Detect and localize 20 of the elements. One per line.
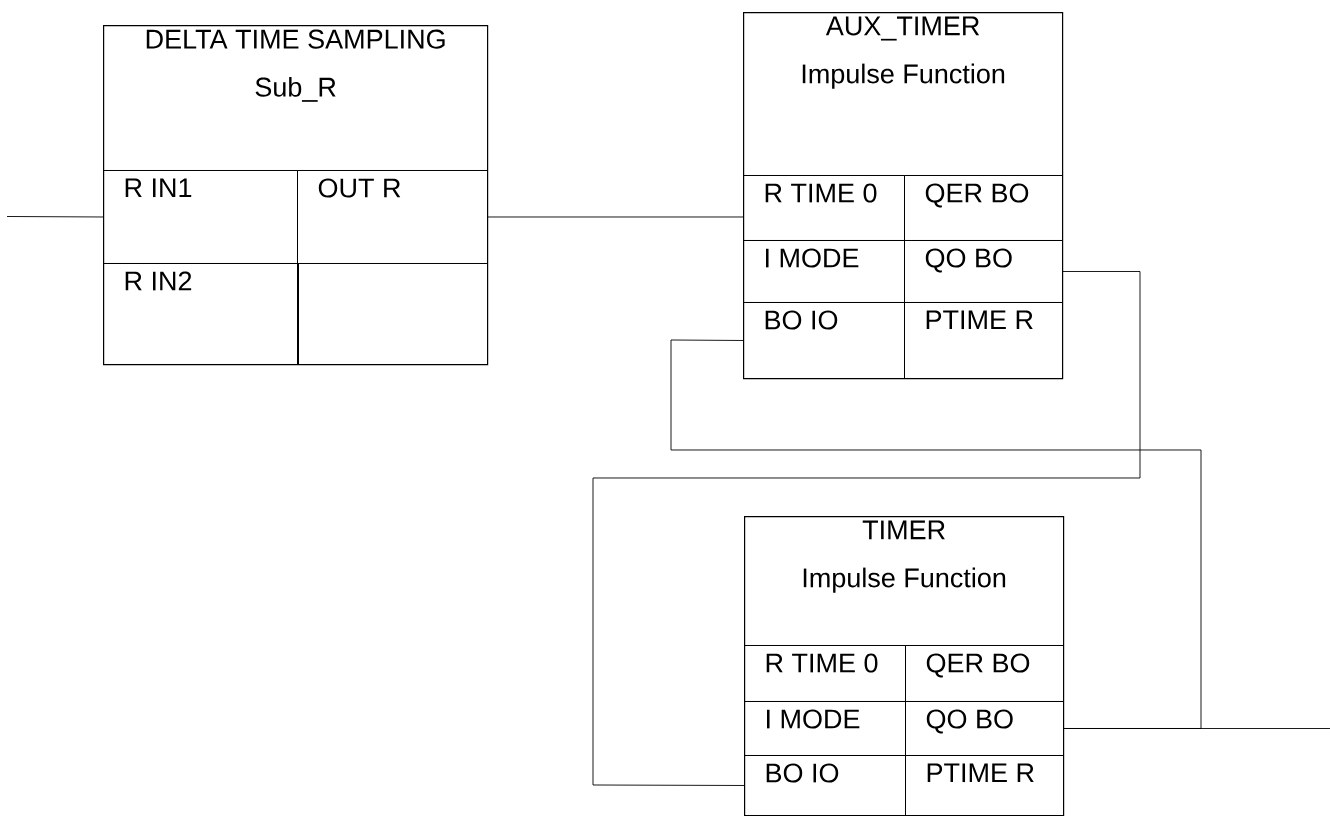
pin-cell: QER BO <box>904 175 1063 241</box>
connector-line <box>1063 728 1330 729</box>
pin-cell: BO IO <box>743 302 905 379</box>
pin-cell: R TIME 0 <box>743 175 905 241</box>
pin-cell: PTIME R <box>905 755 1064 816</box>
pin-cell: I MODE <box>743 240 905 303</box>
pin-cell: QO BO <box>905 701 1064 756</box>
pin-cell: R IN2 <box>103 263 298 365</box>
pin-cell: QO BO <box>904 240 1063 303</box>
pin-cell: R TIME 0 <box>744 645 906 702</box>
pin-cell: PTIME R <box>904 302 1063 379</box>
pin-cell: I MODE <box>744 701 906 756</box>
pin-cell: BO IO <box>744 755 906 816</box>
pin-cell: OUT R <box>297 170 488 264</box>
connector-line <box>592 271 1141 786</box>
pin-cell: QER BO <box>905 645 1064 702</box>
pin-cell: R IN1 <box>103 170 298 264</box>
connector-line <box>670 339 1202 729</box>
connector-line <box>6 216 104 218</box>
connector-line <box>487 216 744 218</box>
